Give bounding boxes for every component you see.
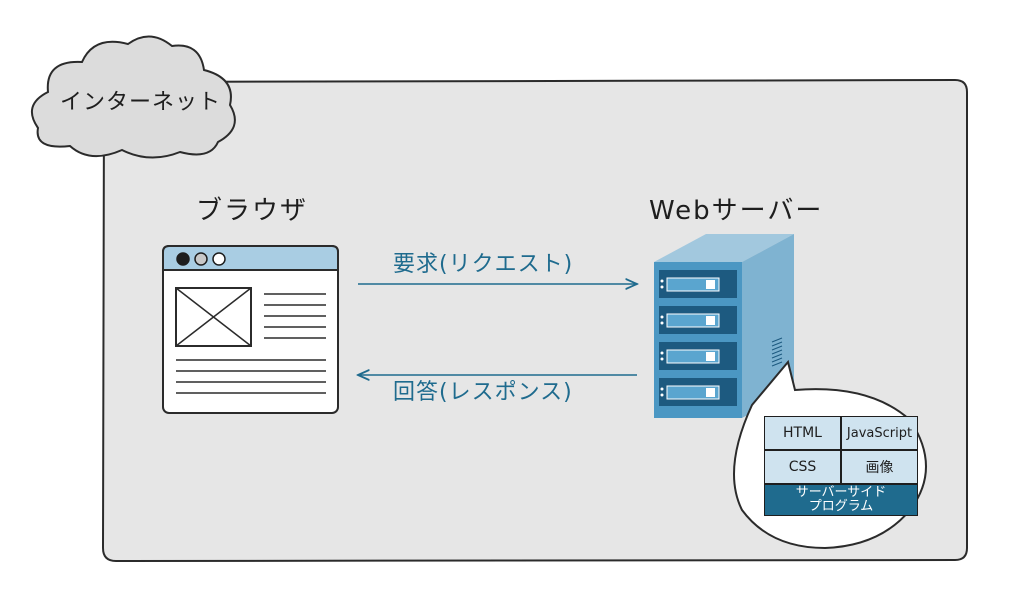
cell-server-side-program: サーバーサイド プログラム: [765, 485, 917, 515]
image-placeholder-icon: [175, 287, 252, 347]
server-bay-4: [659, 378, 737, 406]
internet-cloud: [30, 35, 236, 159]
program-line-2: プログラム: [808, 499, 874, 514]
browser-title: ブラウザ: [196, 196, 309, 226]
cell-html: HTML: [765, 417, 840, 449]
response-label: 回答(レスポンス): [393, 380, 573, 405]
internet-label: インターネット: [60, 90, 222, 115]
window-dot-black: [176, 252, 190, 266]
window-dot-white: [212, 252, 226, 266]
server-resources-table: HTML JavaScript CSS 画像 サーバーサイド プログラム: [764, 416, 918, 516]
cell-css: CSS: [765, 451, 840, 483]
server-title: Webサーバー: [649, 196, 824, 226]
text-lines-icon: [176, 293, 326, 394]
window-dot-gray: [194, 252, 208, 266]
server-bay-2: [659, 306, 737, 334]
program-line-1: サーバーサイド: [795, 485, 887, 501]
browser-window-icon: [162, 245, 339, 414]
server-tower-icon: [654, 234, 794, 418]
cell-image: 画像: [842, 451, 917, 483]
cell-javascript: JavaScript: [842, 417, 917, 449]
request-label: 要求(リクエスト): [393, 252, 574, 277]
server-bay-3: [659, 342, 737, 370]
server-bay-1: [659, 270, 737, 298]
